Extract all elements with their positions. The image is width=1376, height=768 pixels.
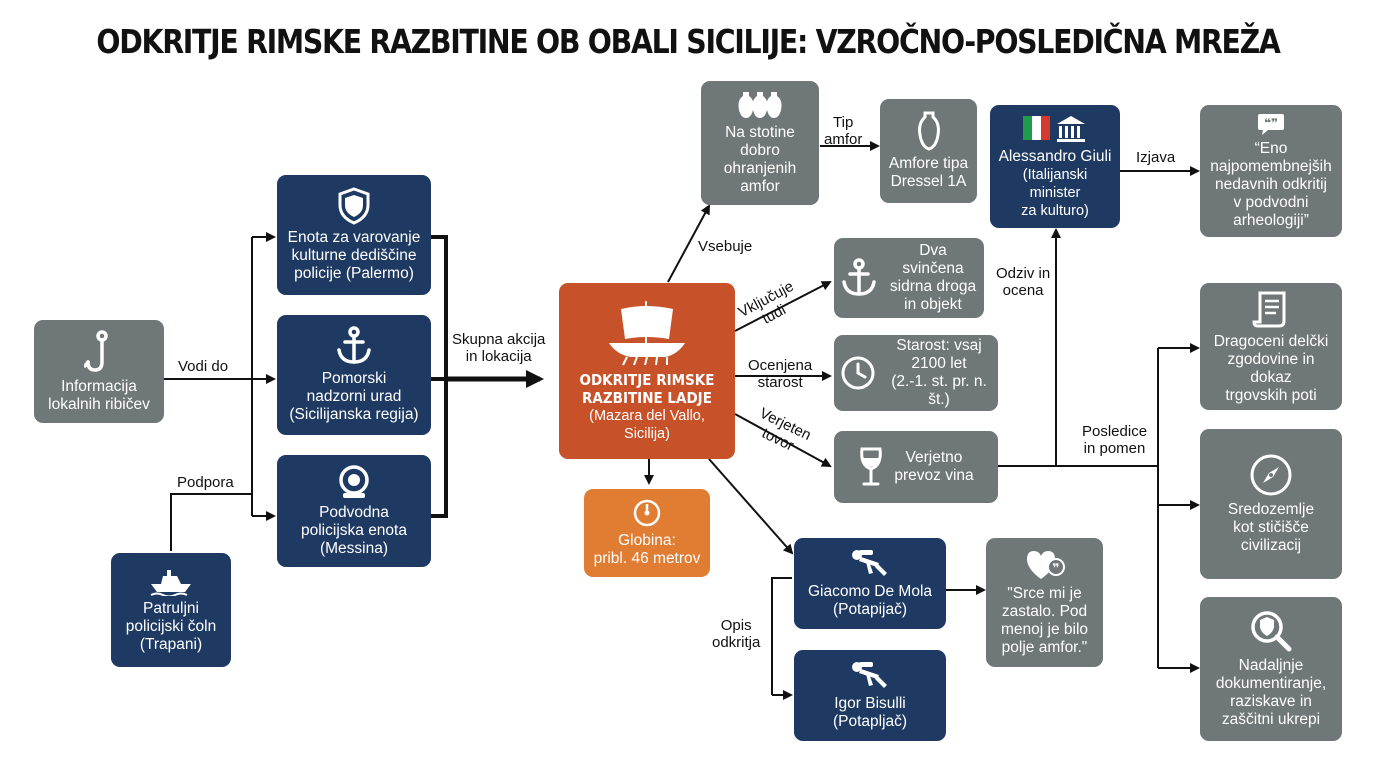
edge-label-contains: Vsebuje (698, 238, 753, 255)
edge-label-amphora-type: Tip amfor (824, 114, 863, 148)
svg-text:❞: ❞ (1052, 561, 1059, 575)
quote-icon: ❝❞ (1258, 114, 1284, 135)
node-wine-transport: Verjetno prevoz vina (834, 431, 998, 503)
node-minister-statement: ❝❞ “Eno najpomembnejših nedavnih odkriti… (1200, 105, 1342, 237)
node-heritage-police-palermo: Enota za varovanje kulturne dediščine po… (277, 175, 431, 295)
fishhook-icon (84, 329, 108, 372)
node-lead-anchor-stocks: Dva svinčena sidrna droga in objekt (834, 238, 984, 318)
edge-label-statement: Izjava (1136, 149, 1176, 166)
node-mediterranean: Sredozemlje kot stičišče civilizacij (1200, 429, 1342, 579)
clock-icon (841, 356, 875, 390)
node-depth: Globina: pribl. 46 metrov (584, 489, 710, 577)
edge-label-consequences: Posledice in pomen (1082, 423, 1148, 457)
roman-ship-icon (609, 301, 685, 366)
heart-quote-icon: ❞ (1026, 550, 1065, 579)
edge-label-response: Odziv in ocena (996, 265, 1051, 299)
node-underwater-police-messina: Podvodna policijska enota (Messina) (277, 455, 431, 567)
node-maritime-office: Pomorski nadzorni urad (Sicilijanska reg… (277, 315, 431, 435)
wine-glass-icon (860, 447, 883, 486)
node-further-research: Nadaljnje dokumentiranje, raziskave in z… (1200, 597, 1342, 741)
depth-gauge-icon (633, 499, 661, 527)
amphora-icon (917, 111, 940, 151)
amphorae-icon (738, 92, 782, 118)
node-hundreds-of-amphorae: Na stotine dobro ohranjenih amfor (701, 81, 819, 205)
node-dressel-1a: Amfore tipa Dressel 1A (880, 99, 977, 203)
edge-label-support: Podpora (177, 474, 234, 491)
scroll-icon (1252, 291, 1286, 327)
svg-text:❝❞: ❝❞ (1264, 116, 1278, 130)
node-patrol-boat-trapani: Patruljni policijski čoln (Trapani) (111, 553, 231, 667)
node-history-fragments: Dragoceni delčki zgodovine in dokaz trgo… (1200, 283, 1342, 410)
edge-label-joint-action: Skupna akcija in lokacija (452, 331, 546, 365)
diver-icon (852, 549, 887, 576)
node-minister-giuli: Alessandro Giuli (Italijanski minister z… (990, 105, 1120, 228)
diver-icon (852, 661, 887, 688)
anchor-icon (842, 258, 876, 296)
shield-icon (338, 187, 370, 225)
node-main-shipwreck-discovery: ODKRITJE RIMSKE RAZBITINE LADJE (Mazara … (559, 283, 735, 459)
boat-icon (150, 570, 191, 596)
node-local-fishermen-info: Informacija lokalnih ribičev (34, 320, 164, 423)
node-diver-quote: ❞ "Srce mi je zastalo. Pod menoj je bilo… (986, 538, 1103, 667)
edge-label-leads-to: Vodi do (178, 358, 229, 375)
page-title: ODKRITJE RIMSKE RAZBITINE OB OBALI SICIL… (96, 22, 1280, 61)
edge-label-estimated-age: Ocenjena starost (748, 357, 813, 391)
node-diver-igor: Igor Bisulli (Potapljač) (794, 650, 946, 741)
compass-icon (1250, 454, 1292, 496)
diving-helmet-icon (339, 465, 369, 498)
node-age-estimate: Starost: vsaj 2100 let (2.-1. st. pr. n.… (834, 335, 998, 411)
italy-flag-ministry-icon (1023, 115, 1085, 142)
anchor-icon (337, 326, 371, 364)
node-diver-giacomo: Giacomo De Mola (Potapijač) (794, 538, 946, 629)
magnifier-shield-icon (1251, 611, 1292, 652)
edge-label-discovery-description: Opis odkritja (712, 617, 761, 651)
